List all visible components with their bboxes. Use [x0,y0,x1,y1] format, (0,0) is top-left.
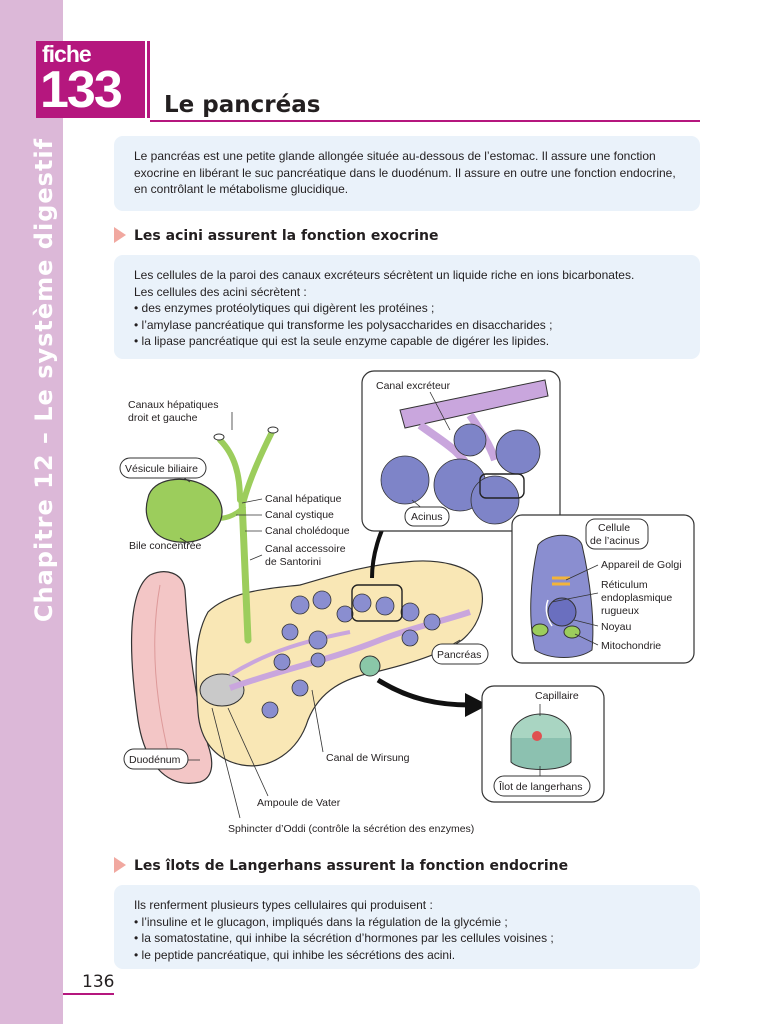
acinus-cluster [290,595,310,615]
label-reticulum: Réticulum [601,579,648,591]
label-cellule-2: de l’acinus [590,535,640,547]
label-canal-choledoque: Canal cholédoque [265,525,350,537]
label-duodenum: Duodénum [129,754,181,766]
chapter-title: Chapitre 12 – Le système digestif [30,137,58,623]
gallbladder-shape [145,478,223,543]
ilot-shape [510,713,572,763]
ilot-detail-box [481,685,605,803]
title-underline [150,120,700,122]
label-canaux-hepatiques: Canaux hépatiques [128,399,219,411]
intro-box: Le pancréas est une petite glande allong… [114,136,700,211]
paragraph-line: Les cellules de la paroi des canaux excr… [134,268,635,282]
cell-detail-box [511,514,695,664]
label-box-vesicule [119,457,207,479]
fiche-badge: fiche 133 [36,41,145,119]
label-golgi: Appareil de Golgi [601,559,682,571]
bullet-list: l’insuline et le glucagon, impliqués dan… [134,914,680,964]
label-wirsung: Canal de Wirsung [326,752,410,764]
section-heading-text: Les îlots de Langerhans assurent la fonc… [134,858,569,874]
list-item: l’amylase pancréatique qui transforme le… [134,317,680,334]
endocrine-box: Ils renferment plusieurs types cellulair… [114,885,700,969]
arrow-to-ilot [376,677,471,708]
label-ampoule: Ampoule de Vater [257,797,341,809]
label-box-pancreas [431,643,489,665]
label-canal-cystique: Canal cystique [265,509,334,521]
list-item: la somatostatine, qui inhibe la sécrétio… [134,930,680,947]
label-sphincter: Sphincter d’Oddi (contrôle la sécrétion … [228,823,474,835]
label-canal-excreteur: Canal excréteur [376,380,451,392]
acinus-highlight-box [351,584,403,622]
label-bile: Bile concentrée [129,540,202,552]
paragraph-line: Ils renferment plusieurs types cellulair… [134,898,433,912]
footer-rule [63,993,114,995]
arrow-to-acinus [370,513,392,579]
duct-end [213,433,225,441]
islet-marker [359,655,381,677]
page-title: Le pancréas [164,92,321,118]
label-box-cellule [585,518,649,550]
duodenum-shape [130,571,213,784]
label-capillaire: Capillaire [535,690,579,702]
label-box-duodenum [123,748,189,770]
list-item: le peptide pancréatique, qui inhibe les … [134,947,680,964]
section-heading-text: Les acini assurent la fonction exocrine [134,228,439,244]
chapter-sidebar: Chapitre 12 – Le système digestif [0,0,63,1024]
label-cellule: Cellule [598,522,630,534]
fiche-number: 133 [40,61,123,119]
label-pancreas: Pancréas [437,649,481,661]
intro-text: Le pancréas est une petite glande allong… [134,149,676,196]
section-heading-endocrine: Les îlots de Langerhans assurent la fonc… [114,857,568,874]
label-canaux-hepatiques-2: droit et gauche [128,412,198,424]
acinus-detail-box [361,370,561,532]
label-vesicule: Vésicule biliaire [125,463,198,475]
label-acinus: Acinus [411,511,443,523]
santorini-duct [228,630,351,677]
hepatic-ducts [217,429,275,503]
list-item: des enzymes protéolytiques qui digèrent … [134,300,680,317]
label-canal-accessoire: Canal accessoire [265,543,346,555]
pancreas-shape [195,560,483,767]
label-canal-hepatique: Canal hépatique [265,493,342,505]
nucleus-shape [547,597,577,627]
arrow-to-cell [521,492,549,521]
page-number: 136 [82,972,115,992]
label-mitochondrie: Mitochondrie [601,640,661,652]
list-item: la lipase pancréatique qui est la seule … [134,333,680,350]
label-box-acinus [404,506,450,527]
label-noyau: Noyau [601,621,632,633]
acinus-cell-shape [530,534,594,658]
list-item: l’insuline et le glucagon, impliqués dan… [134,914,680,931]
label-santorini: de Santorini [265,556,321,568]
fiche-divider [147,41,150,118]
label-ilot: Îlot de langerhans [498,780,582,793]
exocrine-box: Les cellules de la paroi des canaux excr… [114,255,700,359]
paragraph-line: Les cellules des acini sécrètent : [134,284,307,299]
wirsung-duct [228,609,471,691]
bullet-list: des enzymes protéolytiques qui digèrent … [134,300,680,350]
section-heading-exocrine: Les acini assurent la fonction exocrine [114,227,438,244]
ampoule-shape [199,673,245,707]
label-reticulum-2: endoplasmique [601,592,672,604]
label-reticulum-3: rugueux [601,605,640,617]
duct-end [267,426,279,434]
triangle-bullet-icon [114,857,126,873]
fiche-label: fiche [42,41,92,67]
triangle-bullet-icon [114,227,126,243]
label-box-ilot [493,775,591,797]
cell-highlight-box [479,473,525,499]
